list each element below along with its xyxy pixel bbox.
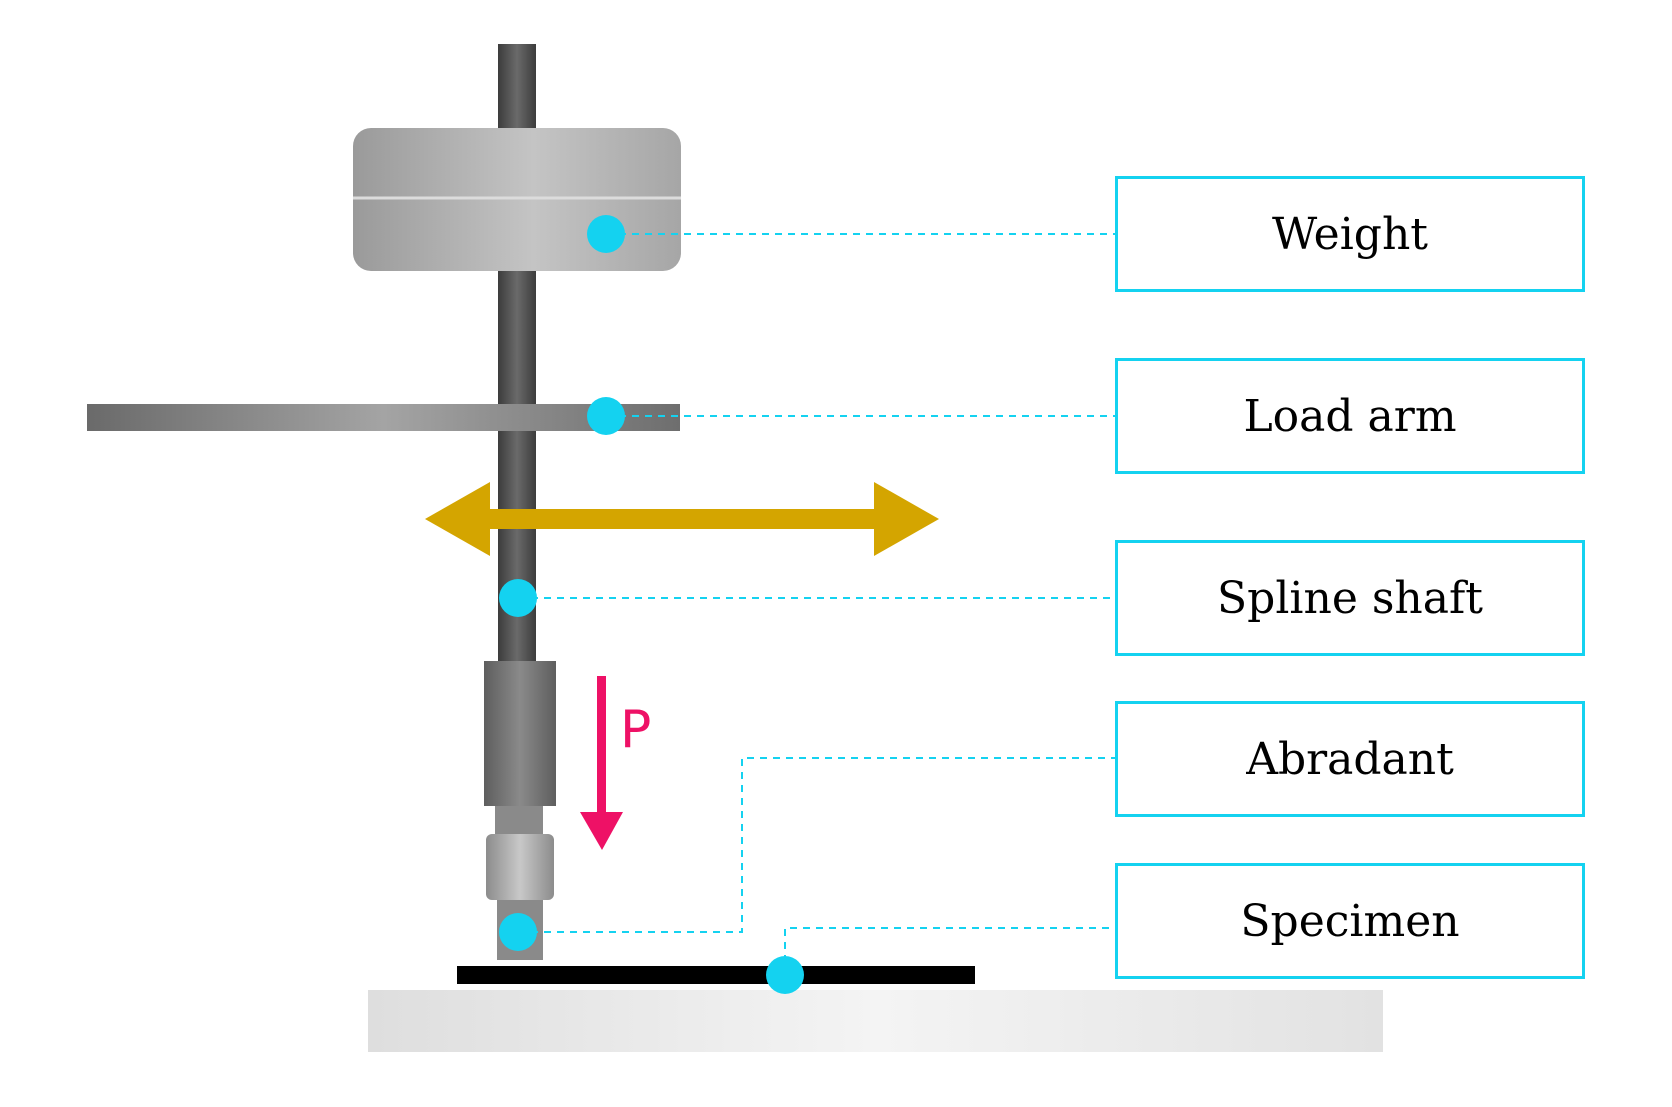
label-load-arm: Load arm: [1115, 358, 1585, 474]
specimen-strip: [457, 966, 975, 984]
marker-load-arm: [587, 397, 625, 435]
force-label: P: [620, 700, 652, 760]
abradant-collar: [486, 834, 554, 900]
marker-spline-shaft: [499, 579, 537, 617]
marker-abradant: [499, 913, 537, 951]
load-arm: [87, 404, 680, 431]
label-abradant: Abradant: [1115, 701, 1585, 817]
abradant-holder: [484, 661, 556, 806]
force-arrow: [580, 676, 623, 850]
holder-neck: [495, 806, 543, 836]
label-spline-shaft: Spline shaft: [1115, 540, 1585, 656]
leader-abradant: [518, 757, 1115, 933]
marker-specimen: [766, 956, 804, 994]
label-specimen: Specimen: [1115, 863, 1585, 979]
leader-lines: [518, 233, 1115, 975]
marker-weight: [587, 215, 625, 253]
reciprocating-motion-arrow: [425, 482, 939, 556]
base-plate: [368, 990, 1383, 1052]
label-weight: Weight: [1115, 176, 1585, 292]
